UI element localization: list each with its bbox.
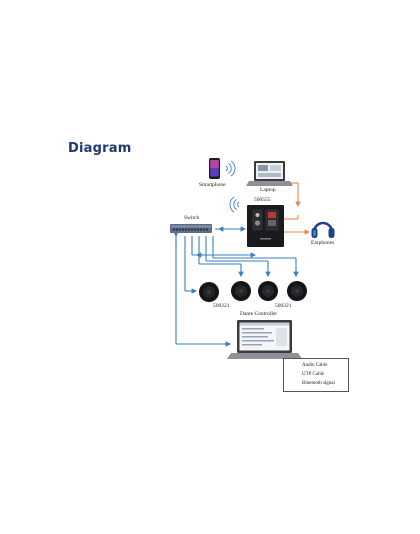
switch-icon [170,224,212,233]
smartphone-icon [209,158,220,179]
device-model-label: 500555 [254,197,271,203]
speaker-code-right: 500221 [275,303,292,309]
bluetooth-signal-icon [229,196,240,213]
speaker-code-left: 500221 [213,303,230,309]
legend-bluetooth-label: Bluetooth signal [302,380,335,386]
ceiling-speaker-icon [258,281,278,301]
laptop-icon [246,161,293,186]
switch-label: Switch [184,215,200,221]
diagram-heading: Diagram [68,141,132,156]
ceiling-speaker-icon [199,282,219,302]
headphones-icon [311,221,335,238]
laptop-label: Laptop [260,187,276,193]
bluetooth-signal-icon [225,160,236,177]
smartphone-label: Smartphone [199,182,226,188]
ceiling-speaker-icon [231,281,251,301]
laptop-icon [227,320,302,359]
wall-panel-icon [247,205,284,247]
legend: Audio Cable UTP Cable Bluetooth signal [283,358,349,392]
legend-utp-label: UTP Cable [302,371,325,377]
earphones-label: Earphones [311,240,335,246]
dante-controller-label: Dante Controller [240,311,278,317]
ceiling-speaker-icon [287,281,307,301]
legend-audio-label: Audio Cable [302,362,328,368]
